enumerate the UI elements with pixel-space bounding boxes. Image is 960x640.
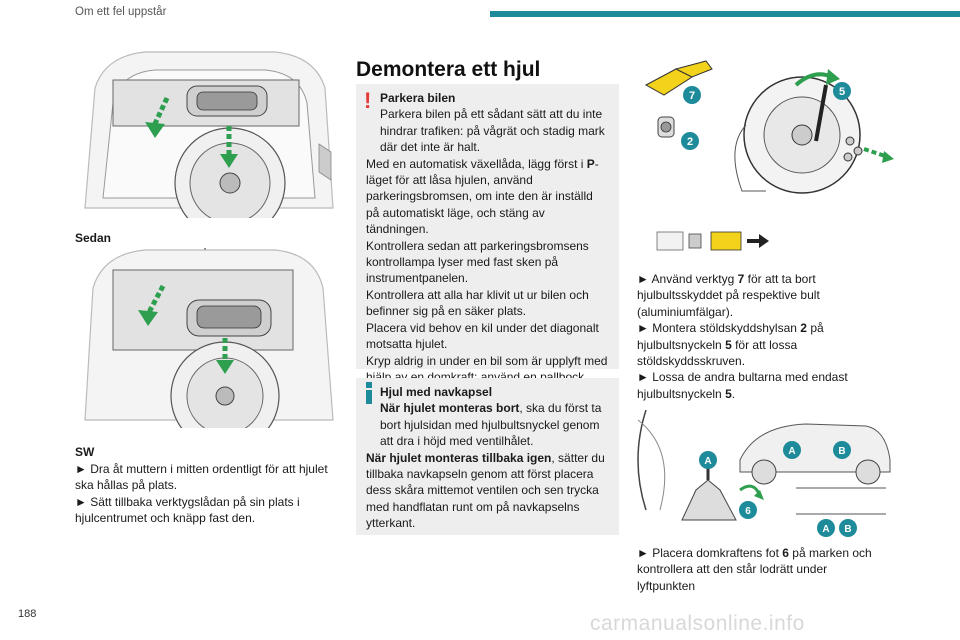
warning-callout: ! Parkera bilen Parkera bilen på ett såd…	[356, 84, 619, 384]
step7-post: för att ta bort hjulbultsskyddet på resp…	[637, 272, 820, 319]
info-icon	[364, 382, 374, 404]
info-bold-1: När hjulet monteras bort	[380, 401, 520, 416]
warning-line-1: Parkera bilen på ett sådant sätt att du …	[380, 107, 605, 155]
label-point-b-2: B	[844, 524, 851, 535]
jack-lift-illustration: A 6 A B A B	[637, 410, 891, 537]
wheel-bolt-illustration: 7 2 5	[644, 60, 894, 194]
label-wrench-5: 5	[839, 86, 845, 98]
tool-strip-illustration	[656, 231, 769, 251]
info-heading: Hjul med navkapsel	[380, 385, 493, 399]
info-text-2: , sätter du tillbaka navkapseln genom at…	[366, 450, 605, 531]
step2-post2: för att lossa stöldskyddsskruven.	[637, 337, 798, 369]
step5-post: .	[731, 386, 736, 401]
warning-line-6: Placera vid behov en kil under det diago…	[366, 320, 599, 352]
step-replace-toolbox: ► Sätt tillbaka verktygslådan på sin pla…	[75, 494, 300, 526]
step2-post: på hjulbultsnyckeln	[637, 321, 824, 352]
section-title: Demontera ett hjul	[356, 58, 541, 81]
sedan-trunk-illustration	[75, 48, 340, 218]
step6-post: på marken och kontrollera att den står l…	[637, 546, 872, 593]
right-steps-1: ► Använd verktyg 7 för att ta bort hjulb…	[637, 271, 887, 402]
label-jack-6: 6	[745, 506, 751, 517]
step7-pre: ► Använd verktyg	[637, 272, 738, 286]
warning-line-3: -läget för att låsa hjulen, använd parke…	[366, 156, 599, 237]
step-tighten-nut: ► Dra åt muttern i mitten ordentligt för…	[75, 462, 328, 493]
label-point-a-2: A	[788, 446, 795, 457]
info-bold-2: När hjulet monteras tillbaka igen	[366, 450, 552, 465]
step6-pre: ► Placera domkraftens fot	[637, 546, 783, 560]
warning-line-2: Med en automatisk växellåda, lägg först …	[366, 156, 587, 171]
warning-p-mode: P	[586, 156, 595, 171]
step7-num: 7	[737, 272, 745, 286]
step2-pre: ► Montera stöldskyddshylsan	[637, 321, 801, 336]
step5-pre: ► Lossa de andra bultarna med endast hju…	[637, 370, 848, 401]
label-point-a-3: A	[822, 524, 829, 535]
info-callout: Hjul med navkapsel När hjulet monteras b…	[356, 378, 619, 535]
label-point-a-1: A	[704, 456, 711, 467]
step2-num: 2	[800, 321, 807, 336]
step2-num2: 5	[725, 337, 732, 352]
info-text-1: , ska du först ta bort hjulsidan med hju…	[380, 401, 602, 449]
label-tool-7: 7	[689, 90, 695, 102]
label-tool-2: 2	[687, 136, 693, 148]
running-header: Om ett fel uppstår	[75, 6, 167, 18]
left-steps: ► Dra åt muttern i mitten ordentligt för…	[75, 461, 343, 527]
header-accent-bar	[490, 11, 960, 17]
sw-trunk-illustration	[75, 248, 340, 428]
warning-line-5: Kontrollera att alla har klivit ut ur bi…	[366, 287, 589, 319]
page-number: 188	[18, 608, 37, 620]
caption-sw: SW	[75, 445, 95, 459]
watermark: carmanualsonline.info	[590, 612, 805, 635]
right-steps-2: ► Placera domkraftens fot 6 på marken oc…	[637, 545, 887, 594]
step5-num: 5	[725, 386, 732, 401]
warning-heading: Parkera bilen	[380, 91, 456, 105]
warning-icon: !	[364, 88, 372, 113]
label-point-b-1: B	[838, 446, 845, 457]
step6-num: 6	[782, 546, 789, 560]
warning-line-4: Kontrollera sedan att parkeringsbromsens…	[366, 238, 589, 286]
caption-sedan: Sedan	[75, 231, 112, 245]
